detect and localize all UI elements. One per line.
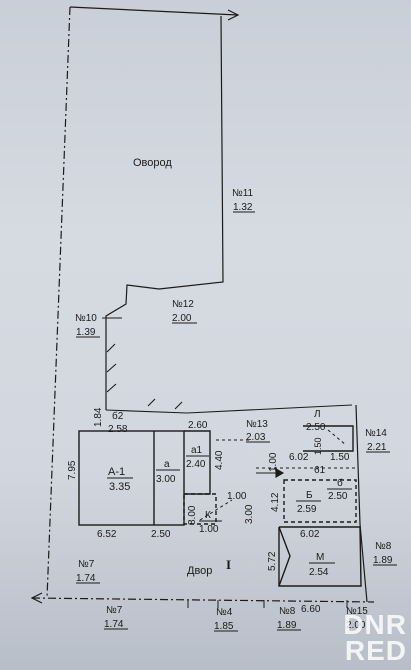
dim-4-12: 4.12 [270, 492, 281, 512]
dim-6-52: 6.52 [97, 529, 117, 540]
dim-1-84: 1.84 [93, 407, 104, 427]
point-p11-dist: 1.32 [233, 202, 253, 213]
building-a1ext-height: 2.40 [186, 459, 206, 470]
fence-hatching [106, 343, 183, 410]
boundary-left [46, 6, 71, 599]
dim-1-00: 1.00 [268, 452, 279, 472]
point-p4-dist: 1.85 [214, 621, 234, 632]
point-p15-no: №15 [346, 606, 368, 617]
point-p12-dist: 2.00 [172, 313, 192, 324]
garden-label: Овород [133, 157, 172, 169]
dim-7-95: 7.95 [67, 460, 78, 480]
point-p12-no: №12 [172, 299, 194, 310]
building-g2-name: б2 [112, 410, 124, 422]
point-p7b-no: №7 [106, 605, 123, 616]
boundary-notch [105, 284, 160, 410]
point-p8r-dist: 1.89 [373, 555, 393, 566]
building-a1-height: 3.35 [109, 481, 130, 493]
dim-1-00-k: 1.00 [227, 491, 247, 502]
point-p13-dist: 2.03 [246, 432, 266, 443]
watermark-line-1: DNR [343, 609, 407, 640]
point-p8b-dist: 1.89 [277, 620, 297, 631]
building-m-height: 2.54 [309, 567, 329, 578]
building-b-name: Б [306, 490, 313, 501]
arrowhead-left [30, 592, 43, 604]
building-b-small-height: 2.50 [328, 491, 348, 502]
arrowhead-top [227, 9, 240, 21]
dim-1-50-a: 1.50 [330, 452, 350, 463]
building-k-name: К [205, 510, 211, 521]
boundary-garden-right [158, 15, 224, 290]
building-a1 [78, 430, 185, 526]
point-p7b-dist: 1.74 [104, 619, 124, 630]
point-p13-no: №13 [246, 419, 268, 430]
point-p10-dist: 1.39 [76, 327, 96, 338]
point-p14-dist: 2.21 [367, 442, 387, 453]
dim-3-00: 3.00 [244, 504, 255, 524]
building-a-name: а [164, 459, 170, 470]
building-g2-height: 2.58 [108, 424, 128, 435]
yard-numeral: I [226, 557, 231, 572]
building-b [283, 479, 357, 523]
dim-61: 61 [314, 465, 326, 476]
dim-6-60: 6.60 [301, 604, 321, 615]
yard-label: Двор [187, 565, 212, 577]
building-l-name: Л [314, 409, 321, 420]
building-m-name: М [316, 552, 324, 563]
point-p7a-no: №7 [78, 559, 95, 570]
dim-6-02-a: 6.02 [289, 452, 309, 463]
building-a1-ext [184, 430, 211, 495]
boundary-top [69, 6, 239, 16]
boundary-right-lower [355, 404, 368, 603]
point-p8b-no: №8 [279, 606, 296, 617]
building-a1-name: А-1 [108, 466, 125, 478]
dim-8-00: 8.00 [187, 505, 198, 525]
building-a-height: 3.00 [156, 474, 176, 485]
building-m [278, 526, 362, 587]
dim-1-50-b: 1.50 [313, 437, 323, 455]
point-p8r-no: №8 [375, 541, 392, 552]
watermark-logo: DNR RED [343, 609, 407, 666]
building-b-height: 2.59 [297, 504, 317, 515]
building-l [303, 425, 354, 452]
dim-6-02-b: 6.02 [300, 529, 320, 540]
dim-5-72: 5.72 [267, 551, 278, 571]
dim-4-40: 4.40 [214, 450, 225, 470]
point-p11-no: №11 [232, 188, 254, 199]
building-l-height: 2.50 [306, 422, 326, 433]
boundary-bottom [31, 597, 375, 603]
point-p4-no: №4 [216, 607, 233, 618]
building-b-small-name: б [337, 477, 343, 489]
building-k-height: 1.00 [199, 524, 219, 535]
building-a1ext-name: а1 [191, 445, 203, 456]
point-p10-no: №10 [75, 313, 97, 324]
building-k [183, 493, 217, 525]
fence-upper [105, 404, 353, 414]
dim-2-60: 2.60 [188, 420, 208, 431]
watermark-line-2: RED [344, 635, 407, 666]
dim-2-50: 2.50 [151, 529, 171, 540]
point-p14-no: №14 [365, 428, 387, 439]
point-p15-dist: 2.00 [346, 620, 366, 631]
point-p7a-dist: 1.74 [76, 573, 96, 584]
